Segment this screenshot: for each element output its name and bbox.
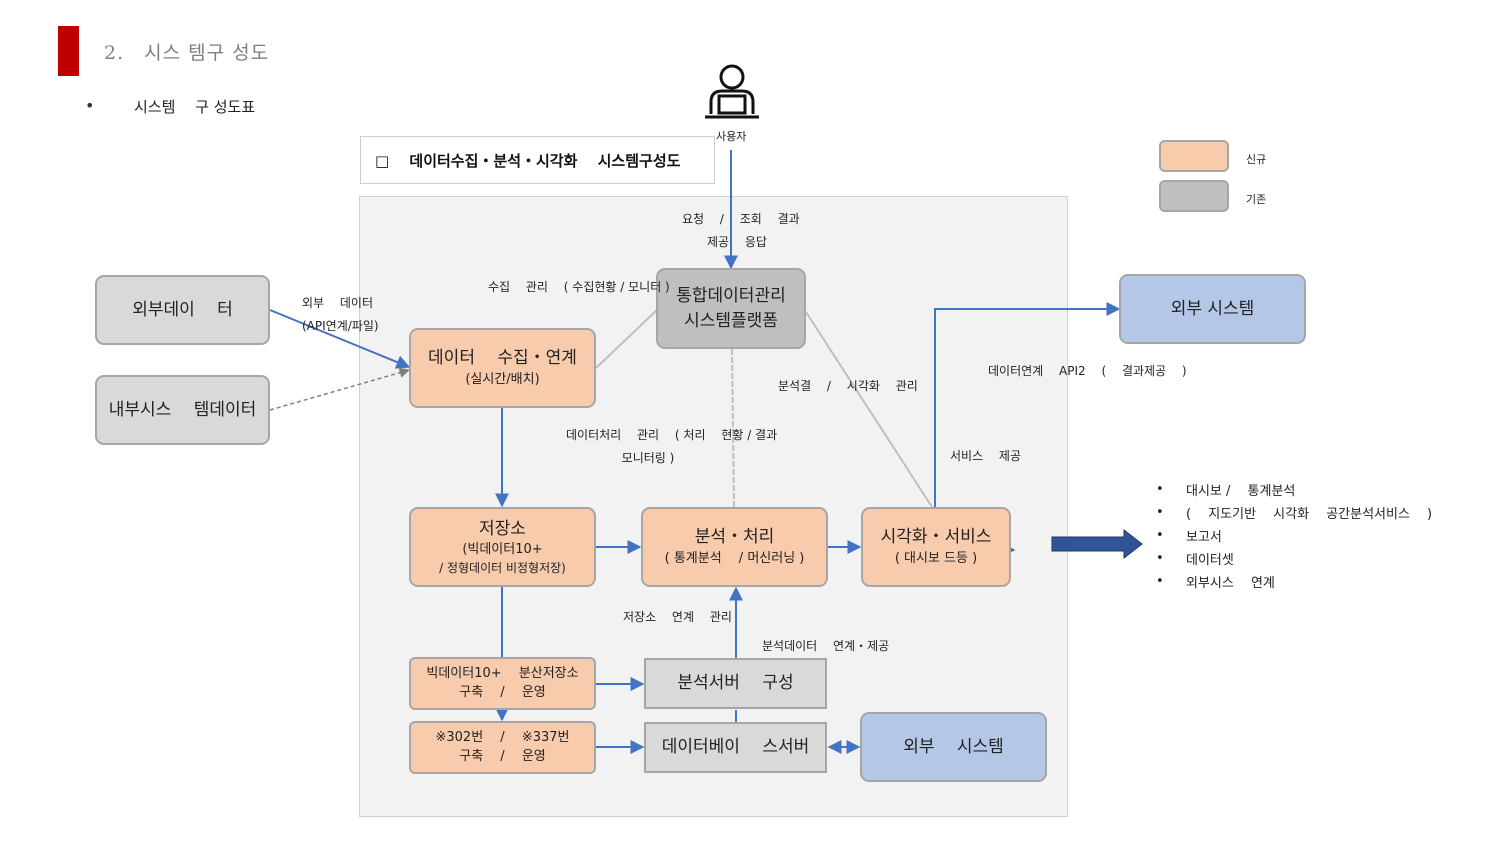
viz-label: 시각화・서비스 xyxy=(880,527,992,548)
platform-node: 통합데이터관리 시스템플랫폼 xyxy=(656,268,806,349)
platform-label-1: 통합데이터관리 xyxy=(676,285,786,306)
viz-sub-label: ( 대시보 드등 ) xyxy=(894,550,978,566)
output-item: •외부시스 연계 xyxy=(1156,574,1275,591)
external-flow-label-2: (API연계/파일) xyxy=(302,318,379,333)
output-list: •대시보 / 통계분석 •( 지도기반 시각화 공간분석서비스 ) •보고서 •… xyxy=(1156,478,1432,593)
external-flow-label: 외부 데이터 (API연계/파일) xyxy=(302,292,379,338)
viz-node: 시각화・서비스 ( 대시보 드등 ) xyxy=(861,507,1011,587)
external-data-label: 외부데이 터 xyxy=(132,299,233,320)
external-system-bottom-label: 외부 시스템 xyxy=(903,736,1004,757)
user-request-label: 요청 / 조회 결과 제공 응답 xyxy=(682,208,800,254)
section-title: 2. 시스 템구 성도 xyxy=(104,42,270,64)
user-request-label-1: 요청 / 조회 결과 xyxy=(682,212,800,226)
internal-to-collect-arrow xyxy=(269,367,411,411)
output-item-text: 대시보 / 통계분석 xyxy=(1186,484,1296,499)
user-label: 사용자 xyxy=(716,130,747,143)
output-item-text: 데이터셋 xyxy=(1186,553,1234,568)
output-item-text: 보고서 xyxy=(1186,530,1222,545)
store-sub-1-sublabel: 구축 / 운영 xyxy=(459,684,546,700)
internal-data-label: 내부시스 템데이터 xyxy=(108,399,257,420)
database-server-label: 데이터베이 스서버 xyxy=(661,737,810,758)
platform-label-2: 시스템플랫폼 xyxy=(684,310,778,331)
output-item: •대시보 / 통계분석 xyxy=(1156,482,1296,499)
collect-flow-label: 수집 관리 ( 수집현황 / 모니터 ) xyxy=(488,280,670,294)
collect-label: 데이터 수집・연계 xyxy=(428,348,577,369)
external-system-bottom-node: 외부 시스템 xyxy=(860,712,1047,782)
subtitle: 시스템 구 성도표 xyxy=(134,98,256,116)
collect-node: 데이터 수집・연계 (실시간/배치) xyxy=(409,328,596,408)
store-sub-node-2: ※302번 / ※337번 구축 / 운영 xyxy=(409,721,596,774)
analysis-server-node: 분석서버 구성 xyxy=(644,658,827,709)
external-to-collect-arrow xyxy=(269,309,411,369)
legend-label-existing: 기존 xyxy=(1246,193,1267,206)
user-laptop-icon xyxy=(705,64,759,119)
legend-swatch-existing xyxy=(1159,180,1229,212)
section-accent-bar xyxy=(58,26,79,76)
external-system-top-node: 외부 시스템 xyxy=(1119,274,1306,344)
analysis-sub-label: ( 통계분석 / 머신러닝 ) xyxy=(664,550,805,566)
analysis-label: 분석・처리 xyxy=(694,527,775,548)
store-flow-label: 저장소 연계 관리 xyxy=(623,610,732,624)
database-server-node: 데이터베이 스서버 xyxy=(644,722,827,773)
store-sub-2-label: ※302번 / ※337번 xyxy=(435,729,570,745)
output-item: •보고서 xyxy=(1156,528,1222,545)
store-sub-label-2: / 정형데이터 비정형저장) xyxy=(439,561,566,576)
store-node: 저장소 (빅데이터10+ / 정형데이터 비정형저장) xyxy=(409,507,596,587)
output-item: •( 지도기반 시각화 공간분석서비스 ) xyxy=(1156,505,1433,522)
analysis-node: 분석・처리 ( 통계분석 / 머신러닝 ) xyxy=(641,507,828,587)
output-item-text: 외부시스 연계 xyxy=(1186,576,1275,591)
api-flow-label: 데이터연계 API2 ( 결과제공 ) xyxy=(988,364,1187,378)
process-flow-label-1: 데이터처리 관리 ( 처리 현황 / 결과 xyxy=(566,428,778,442)
store-sub-node-1: 빅데이터10+ 분산저장소 구축 / 운영 xyxy=(409,657,596,710)
external-flow-label-1: 외부 데이터 xyxy=(302,296,374,310)
internal-data-node: 내부시스 템데이터 xyxy=(95,375,270,445)
service-flow-label: 서비스 제공 xyxy=(950,449,1022,463)
process-flow-label-2: 모니터링 ) xyxy=(621,450,675,465)
output-item-text: ( 지도기반 시각화 공간분석서비스 ) xyxy=(1186,507,1433,522)
process-flow-label: 데이터처리 관리 ( 처리 현황 / 결과 모니터링 ) xyxy=(566,424,778,470)
store-sub-1-label: 빅데이터10+ 분산저장소 xyxy=(426,665,579,681)
analysis-flow-label: 분석결 / 시각화 관리 xyxy=(778,379,918,393)
diagram-title: □ 데이터수집・분석・시각화 시스템구성도 xyxy=(360,136,715,184)
store-sub-2-sublabel: 구축 / 운영 xyxy=(459,748,546,764)
viz-to-external-arrow xyxy=(934,302,1121,507)
center-viz-link xyxy=(805,311,933,508)
legacy-flow-label: 분석데이터 연계・제공 xyxy=(762,639,890,653)
external-system-top-label: 외부 시스템 xyxy=(1170,298,1255,319)
output-arrow xyxy=(1051,528,1143,560)
center-collect-link xyxy=(595,309,658,369)
output-item: •데이터셋 xyxy=(1156,551,1234,568)
legend-swatch-new xyxy=(1159,140,1229,172)
store-sub-label-1: (빅데이터10+ xyxy=(462,542,543,558)
analysis-server-label: 분석서버 구성 xyxy=(677,673,794,694)
center-analysis-link xyxy=(731,348,735,508)
subtitle-bullet: • xyxy=(85,96,95,115)
legend-label-new: 신규 xyxy=(1246,153,1267,166)
collect-sub-label: (실시간/배치) xyxy=(465,371,540,387)
external-data-node: 외부데이 터 xyxy=(95,275,270,345)
user-request-label-2: 제공 응답 xyxy=(707,234,767,249)
store-label: 저장소 xyxy=(479,518,526,539)
